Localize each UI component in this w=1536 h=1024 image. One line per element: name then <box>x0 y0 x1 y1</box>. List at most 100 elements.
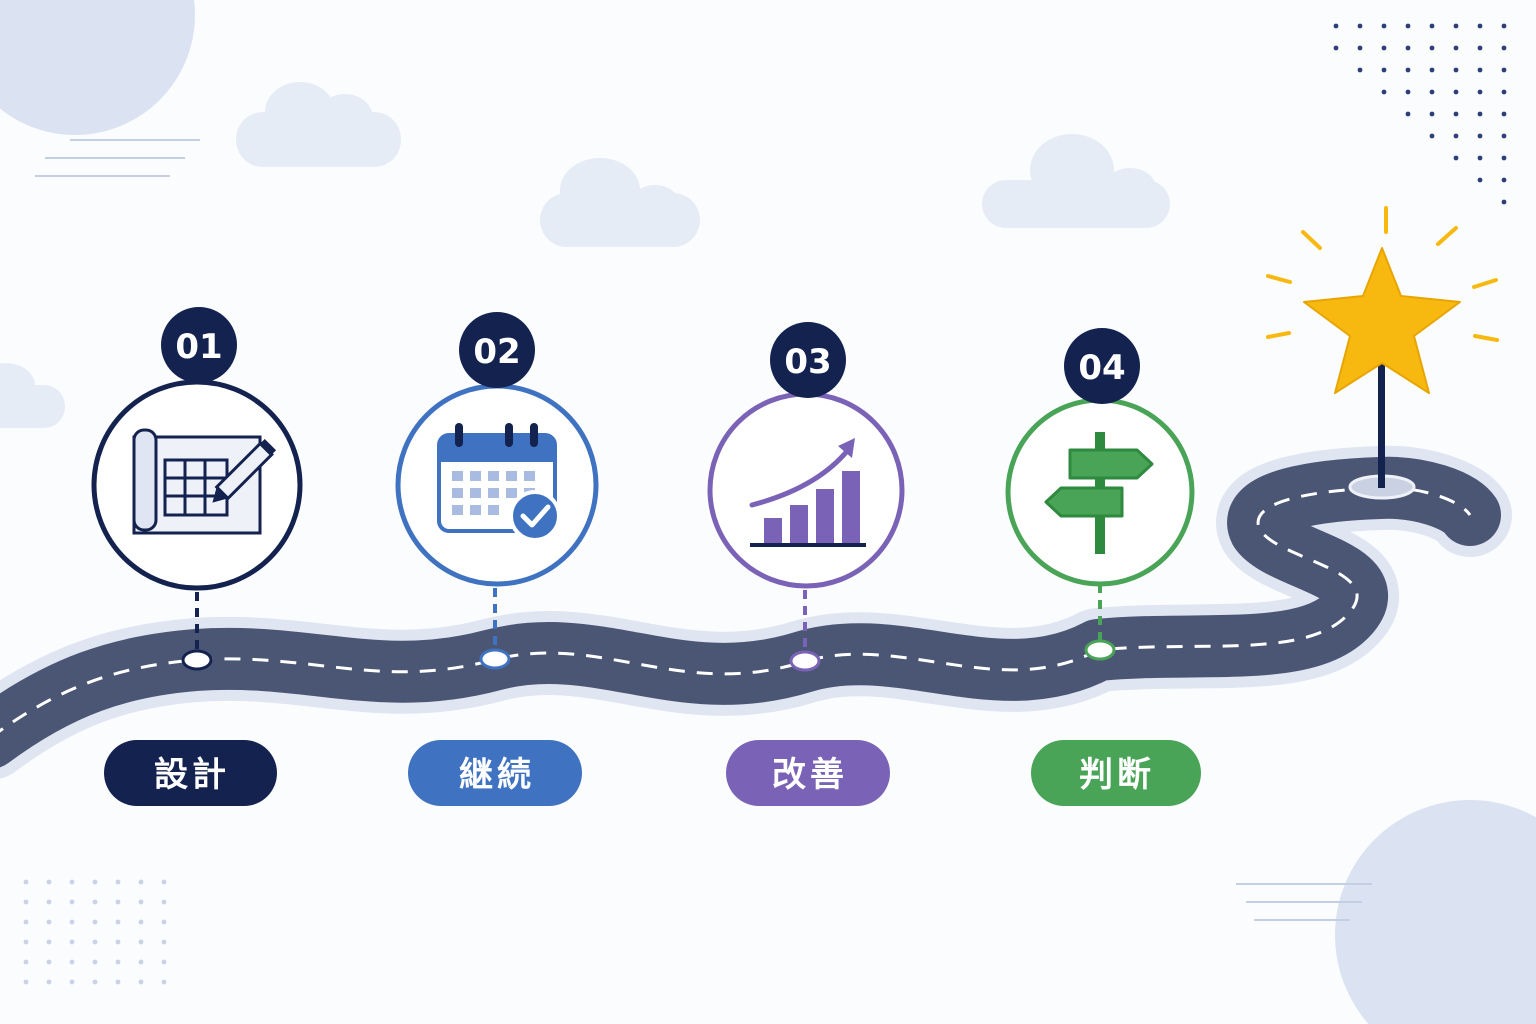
number-badge <box>459 312 535 388</box>
decor-dot <box>92 879 98 885</box>
calendar-cell <box>506 471 517 481</box>
decor-dot <box>1501 177 1507 183</box>
calendar-cell <box>452 488 463 498</box>
step-3: 03 改善 <box>707 322 905 806</box>
blueprint-pencil-icon <box>132 428 277 535</box>
calendar-cell <box>470 505 481 515</box>
decor-dot <box>46 959 52 965</box>
decor-dot <box>1405 45 1411 51</box>
decor-dot <box>138 919 144 925</box>
decor-dot <box>1477 177 1483 183</box>
decor-dot <box>23 939 29 945</box>
growth-chart-icon <box>749 438 866 547</box>
dot-grid-bottom-left <box>23 879 167 985</box>
calendar-cell <box>452 505 463 515</box>
decor-dot <box>46 979 52 985</box>
decor-dot <box>138 959 144 965</box>
step-1: 01 設計 <box>91 307 303 806</box>
decor-dot <box>92 919 98 925</box>
decor-dot <box>1381 67 1387 73</box>
decor-dot <box>1501 199 1507 205</box>
decor-dot <box>1381 23 1387 29</box>
decor-dot <box>1453 111 1459 117</box>
decor-dot <box>1453 45 1459 51</box>
decor-dot <box>1453 23 1459 29</box>
decor-dot <box>69 939 75 945</box>
decor-dot <box>1501 155 1507 161</box>
road-marker <box>1084 639 1116 661</box>
decor-dot <box>1501 67 1507 73</box>
decor-dot <box>1333 45 1339 51</box>
decor-dot <box>161 879 167 885</box>
decor-dot <box>1429 67 1435 73</box>
cloud-3 <box>982 134 1170 228</box>
decor-dot <box>92 979 98 985</box>
star-sparkles <box>1266 206 1499 342</box>
decor-dot <box>69 879 75 885</box>
step-4: 04 判断 <box>1005 328 1201 806</box>
step-number: 04 <box>1078 348 1125 388</box>
step-label: 継続 <box>459 755 535 795</box>
decor-dot <box>161 939 167 945</box>
decor-dot <box>46 879 52 885</box>
decor-dot <box>69 959 75 965</box>
decor-dot <box>92 959 98 965</box>
decor-dot <box>1381 45 1387 51</box>
step-label: 判断 <box>1079 755 1155 795</box>
number-badge <box>770 322 846 398</box>
cloud-2 <box>540 158 700 247</box>
decor-dot <box>92 939 98 945</box>
decor-dot <box>46 899 52 905</box>
step-2: 02 継続 <box>395 312 599 806</box>
decor-dot <box>1429 111 1435 117</box>
step-pill <box>1031 740 1201 806</box>
decor-dot <box>1477 45 1483 51</box>
decor-dot <box>46 939 52 945</box>
calendar-cell <box>470 471 481 481</box>
decor-dot <box>1381 89 1387 95</box>
decor-dot <box>1405 111 1411 117</box>
goal-star <box>1266 206 1499 500</box>
calendar-check-icon <box>437 423 561 542</box>
decor-dot <box>1429 23 1435 29</box>
decor-dot <box>1477 111 1483 117</box>
step-label: 設計 <box>154 755 230 795</box>
decor-dot <box>161 899 167 905</box>
star-flag-icon <box>1303 247 1461 394</box>
speed-lines-left <box>35 139 200 177</box>
decor-dot <box>161 959 167 965</box>
decor-dot <box>115 959 121 965</box>
decor-dot <box>115 919 121 925</box>
step-label: 改善 <box>772 755 848 795</box>
road-center-line <box>0 486 1472 733</box>
road-marker <box>789 650 821 672</box>
calendar-cell <box>488 488 499 498</box>
decor-dot <box>138 979 144 985</box>
cloud-1 <box>236 82 401 167</box>
decor-dot <box>1405 67 1411 73</box>
decor-dot <box>1453 133 1459 139</box>
cloud-4 <box>0 363 65 428</box>
decor-dot <box>1429 89 1435 95</box>
number-badge <box>161 307 237 383</box>
decor-dot <box>1429 133 1435 139</box>
calendar-cell <box>488 505 499 515</box>
step-number: 03 <box>784 342 831 382</box>
decor-dot <box>92 899 98 905</box>
decor-dot <box>1453 67 1459 73</box>
step-pill <box>408 740 582 806</box>
decor-dot <box>1405 89 1411 95</box>
step-number: 01 <box>175 327 222 367</box>
decor-dot <box>23 979 29 985</box>
decor-dot <box>1453 155 1459 161</box>
decor-dot <box>115 899 121 905</box>
decor-dot <box>1477 89 1483 95</box>
decor-dot <box>1501 111 1507 117</box>
decor-dot <box>1357 67 1363 73</box>
step-pill <box>726 740 890 806</box>
decor-dot <box>23 899 29 905</box>
decor-dot <box>161 979 167 985</box>
decor-dot <box>1453 89 1459 95</box>
